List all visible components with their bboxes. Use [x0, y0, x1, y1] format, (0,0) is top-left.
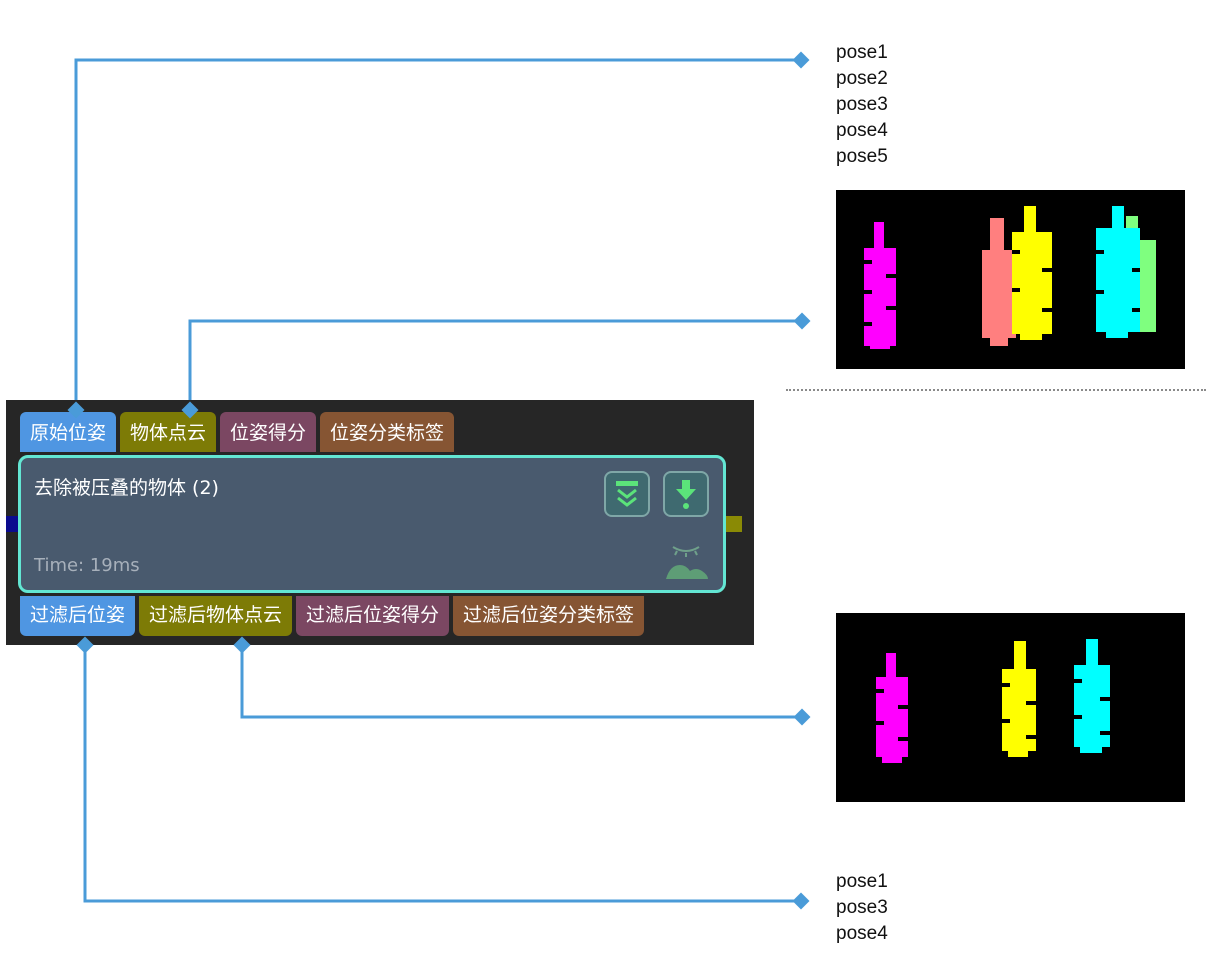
collapse-button[interactable] — [604, 471, 650, 517]
object-cloud — [876, 653, 908, 763]
node-body[interactable]: 去除被压叠的物体 (2) Time: 19ms — [18, 455, 726, 593]
wire-end-diamond — [792, 51, 810, 69]
eye-closed-landscape-icon[interactable] — [664, 541, 710, 581]
pose-label: pose3 — [836, 897, 888, 918]
execution-time: Time: 19ms — [34, 555, 140, 576]
output-ports: 过滤后位姿 过滤后物体点云 过滤后位姿得分 过滤后位姿分类标签 — [20, 596, 645, 636]
double-chevron-down-icon — [616, 481, 638, 507]
node-title: 去除被压叠的物体 (2) — [34, 477, 219, 499]
pose-label: pose4 — [836, 120, 888, 141]
top-pose-list: pose1 pose2 pose3 pose4 pose5 — [836, 40, 888, 170]
pose-label: pose2 — [836, 68, 888, 89]
wire-end-diamond — [792, 892, 810, 910]
object-cloud — [864, 222, 896, 349]
output-port-filtered-pose-label[interactable]: 过滤后位姿分类标签 — [453, 596, 645, 636]
input-port-pose[interactable]: 原始位姿 — [20, 412, 117, 452]
object-cloud — [1074, 639, 1110, 753]
point-cloud-image — [876, 639, 1110, 763]
output-port-filtered-pose-score[interactable]: 过滤后位姿得分 — [296, 596, 450, 636]
wire-end-diamond — [793, 708, 811, 726]
right-side-port[interactable] — [726, 516, 742, 532]
bottom-pose-list: pose1 pose3 pose4 — [836, 869, 888, 947]
output-port-filtered-pose[interactable]: 过滤后位姿 — [20, 596, 136, 636]
wire-input-cloud — [188, 319, 802, 410]
download-arrow-icon — [676, 480, 696, 509]
pose-label: pose3 — [836, 94, 888, 115]
input-port-pose-score[interactable]: 位姿得分 — [220, 412, 317, 452]
wire-output-pose — [83, 645, 801, 903]
pose-label: pose1 — [836, 42, 888, 63]
download-button[interactable] — [663, 471, 709, 517]
input-port-point-cloud[interactable]: 物体点云 — [120, 412, 217, 452]
cloud-texture-gaps — [864, 250, 1140, 326]
pose-label: pose5 — [836, 146, 888, 167]
input-port-pose-label[interactable]: 位姿分类标签 — [320, 412, 455, 452]
pose-label: pose4 — [836, 923, 888, 944]
section-divider — [786, 389, 1206, 391]
object-cloud — [1002, 641, 1036, 757]
object-cloud — [1096, 206, 1140, 338]
wire-input-pose — [74, 58, 801, 410]
filtered-point-cloud-preview — [836, 613, 1185, 802]
left-side-port[interactable] — [6, 516, 20, 532]
object-cloud — [982, 218, 1016, 346]
cloud-texture-gaps — [876, 679, 1110, 741]
wire-output-cloud — [240, 645, 802, 719]
output-port-filtered-point-cloud[interactable]: 过滤后物体点云 — [139, 596, 293, 636]
point-cloud-image — [864, 206, 1156, 349]
pose-label: pose1 — [836, 871, 888, 892]
object-cloud — [1012, 206, 1052, 340]
wire-end-diamond — [793, 312, 811, 330]
filter-node[interactable]: 原始位姿 物体点云 位姿得分 位姿分类标签 去除被压叠的物体 (2) — [6, 400, 754, 645]
input-ports: 原始位姿 物体点云 位姿得分 位姿分类标签 — [20, 412, 455, 452]
input-point-cloud-preview — [836, 190, 1185, 369]
